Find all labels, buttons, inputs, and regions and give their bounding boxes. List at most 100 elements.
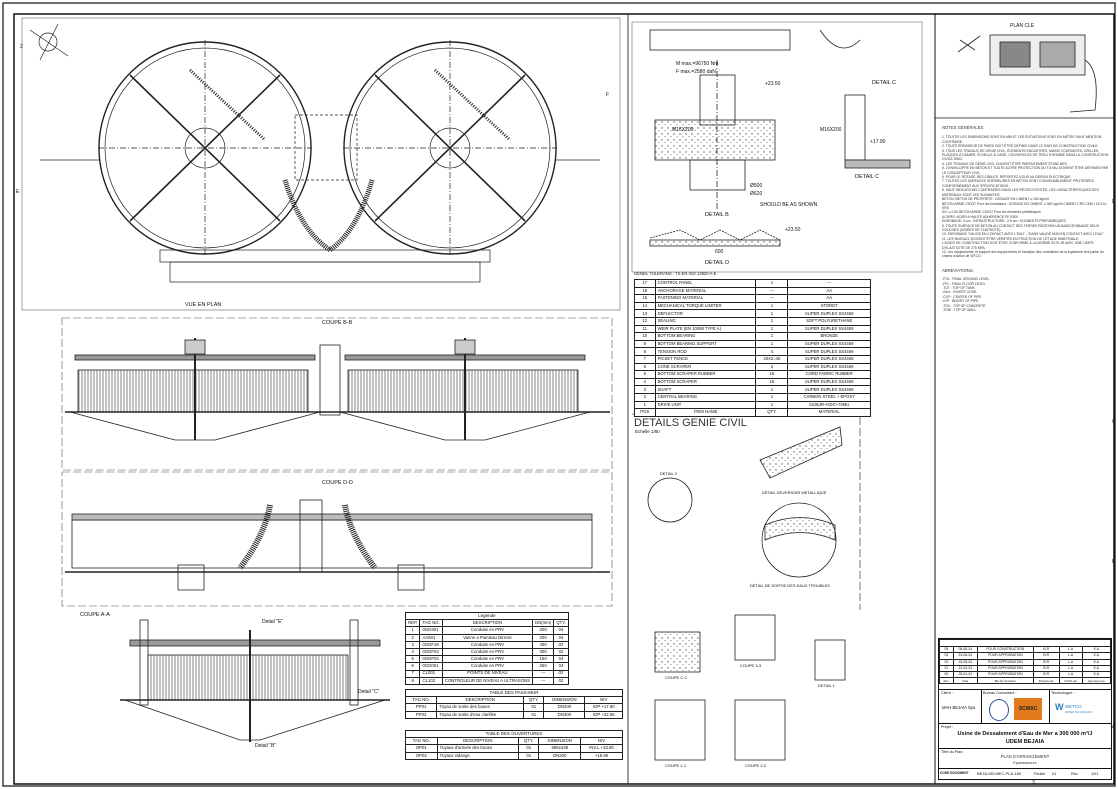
compass [29, 23, 69, 61]
table-cell: 15 [634, 294, 656, 303]
table-cell: CENTRAL BEARING [654, 392, 757, 402]
abbreviation-item: -TOC : TOP OF CONCRETE [942, 303, 986, 308]
table-cell: POINTS DE NIVEAU [441, 669, 534, 678]
note-item: L'ACIER DE CONSTRUCTION DOIT ÊTRE CONFOR… [942, 241, 1094, 250]
plan-title: PLAN D'ARRANGEMENT [1000, 754, 1050, 759]
table-cell: 12 [634, 316, 656, 326]
table-cell: CONTROL PANEL [654, 279, 757, 288]
table-cell: BOTTOM SCRAPER RUBBER [654, 370, 757, 379]
plan-view-title: VUE EN PLAN [185, 302, 222, 308]
table-cell: DRIVE UNIT [654, 400, 757, 410]
table-cell: 20X2=40 [755, 354, 789, 364]
table-cell: BOTTOM BEARING SUPPORT [654, 339, 757, 349]
table-cell: AA501 [419, 633, 443, 642]
dimension-label: Ø500 [750, 183, 763, 189]
table-cell: BOTTOM SCRAPER [654, 377, 757, 387]
note-item: BETON ARME C30/37 Pour les fondations : … [942, 201, 1107, 210]
column-header: POS [634, 408, 656, 418]
table-cell: 2 [404, 633, 421, 642]
table-cell: DN200 [538, 751, 581, 760]
key-plan-title: PLAN CLE [1010, 23, 1035, 29]
table-cell: 9 [634, 339, 656, 349]
table-cell: 300 [532, 647, 555, 657]
document-code-label: CODE DOCUMENT [940, 771, 969, 775]
note-item: 2. TOUTE ÉPAISSEUR DE PAROI DOIT ÊTRE DÉ… [942, 144, 1099, 149]
table-cell: 02 [553, 647, 569, 657]
table-cell: CONTROLEUR DE NIVEAU A ULTRASONS [441, 676, 534, 685]
column-header: DESCRIPTION [436, 737, 519, 746]
column-header: Date [952, 677, 978, 685]
table-cell: BRONZE [787, 332, 871, 341]
table-cell: S235JR+HDG+70MU [787, 400, 871, 410]
table-cell: 1 [755, 309, 789, 318]
elevation-label: +17.90 [870, 139, 886, 145]
table-cell: 2 [755, 362, 789, 372]
table-cell: IOP +22.65 [584, 710, 623, 719]
column-header: But de l'émission [976, 677, 1034, 685]
column-header: TAG NO. [419, 619, 443, 628]
table-cell: CL102 [419, 676, 443, 685]
detail-b-title: DETAIL B [705, 212, 729, 218]
column-header: Approuvé par [1081, 677, 1112, 685]
table-cell: PICKET FENCE [654, 354, 757, 364]
technologue-label: Technologue : [1051, 691, 1075, 695]
table-cell: 400 [532, 640, 555, 649]
note-item: 1. TOUTES LES DIMENSIONS SONT EN MM ET L… [942, 135, 1102, 144]
section-cc-title: COUPE C-C [665, 675, 688, 680]
project-label: Projet : [941, 725, 954, 729]
section-bb-title: COUPE B-B [322, 320, 353, 326]
table-cell: 02 [553, 669, 569, 678]
detail-c-title: DETAIL C [855, 174, 880, 180]
table-cell: SUPER DUPLEX SS4469 [787, 309, 871, 318]
column-header: DESCRIPTION [441, 619, 534, 628]
table-cell: 17 [634, 279, 656, 288]
drawing-frame [13, 13, 1115, 785]
plan-title-label: Titre du Plan : [941, 750, 965, 754]
table-cell: +18.90 [580, 751, 623, 760]
column-header: DIMENSION [538, 737, 581, 746]
column-header: TAG NO. [405, 737, 438, 746]
table-cell: DEFLECTOR [654, 309, 757, 318]
table-cell: 1 [755, 339, 789, 349]
table-cell: 1 [755, 324, 789, 334]
column-header: DIMENSION [543, 696, 586, 705]
table-cell: 1 [755, 385, 789, 394]
table-cell: AA [787, 286, 871, 296]
consultant-label: Bureau Consultant : [983, 691, 1017, 695]
table-cell: Tuyaux d'arrivée des boues [436, 744, 519, 753]
table-cell: 5 [404, 655, 421, 664]
table-cell: AA [787, 294, 871, 303]
section-dd-drawing [65, 499, 610, 591]
revision-number: 1/01 [1091, 772, 1099, 776]
consultant-logo: SCWAC [1014, 698, 1042, 720]
abbreviation-item: -TOT : TOP OF TANK [942, 286, 975, 290]
wetco-logo-icon: W [1055, 702, 1064, 712]
table-cell: 01 [517, 744, 540, 753]
table-cell: MECHANICAL TORQUE LIMITER [654, 301, 757, 311]
table-cell: SEALING [654, 316, 757, 326]
column-header: QTY. [553, 619, 569, 628]
table-cell: CL001 [419, 669, 443, 678]
table-cell: 16 [755, 370, 789, 379]
table-cell: 14 [634, 301, 656, 311]
table-cell: 01 [517, 751, 540, 760]
frame-mark: 2 [20, 44, 23, 50]
table-cell: Tuyau de sortie des boues [436, 703, 525, 712]
note-item: ACIERS: ACIER A HAUTE ADHERENCE FE E500 [942, 214, 1019, 219]
